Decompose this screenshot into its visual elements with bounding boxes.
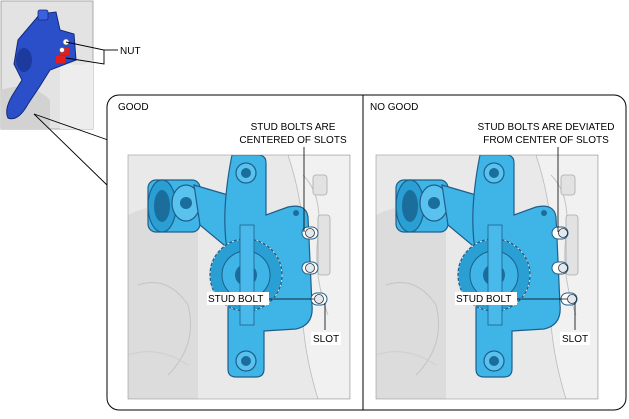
- thumbnail-view: NUT: [0, 0, 141, 130]
- nut-marker: [56, 56, 65, 63]
- nogood-panel: NO GOOD STUD BOLTS ARE DEVIATED FROM CEN…: [370, 102, 615, 400]
- good-note-line1: STUD BOLTS ARE: [251, 122, 336, 133]
- nogood-note-line2: FROM CENTER OF SLOTS: [483, 135, 609, 146]
- nogood-heading: NO GOOD: [370, 102, 418, 113]
- nogood-note-line1: STUD BOLTS ARE DEVIATED: [478, 122, 615, 133]
- slot-group: [551, 226, 578, 306]
- good-panel: GOOD STUD BOLTS ARE CENTERED OF SLOTS ST…: [118, 102, 351, 400]
- nut-label: NUT: [120, 46, 141, 57]
- nut-marker: [60, 48, 69, 55]
- zoom-callout-lines: [33, 113, 109, 187]
- nogood-slot-label: SLOT: [562, 334, 588, 345]
- good-heading: GOOD: [118, 102, 149, 113]
- good-stud-bolt-label: STUD BOLT: [208, 294, 263, 305]
- good-slot-label: SLOT: [313, 334, 339, 345]
- good-note-line2: CENTERED OF SLOTS: [239, 135, 347, 146]
- nogood-stud-bolt-label: STUD BOLT: [456, 294, 511, 305]
- slot-group: [301, 226, 328, 306]
